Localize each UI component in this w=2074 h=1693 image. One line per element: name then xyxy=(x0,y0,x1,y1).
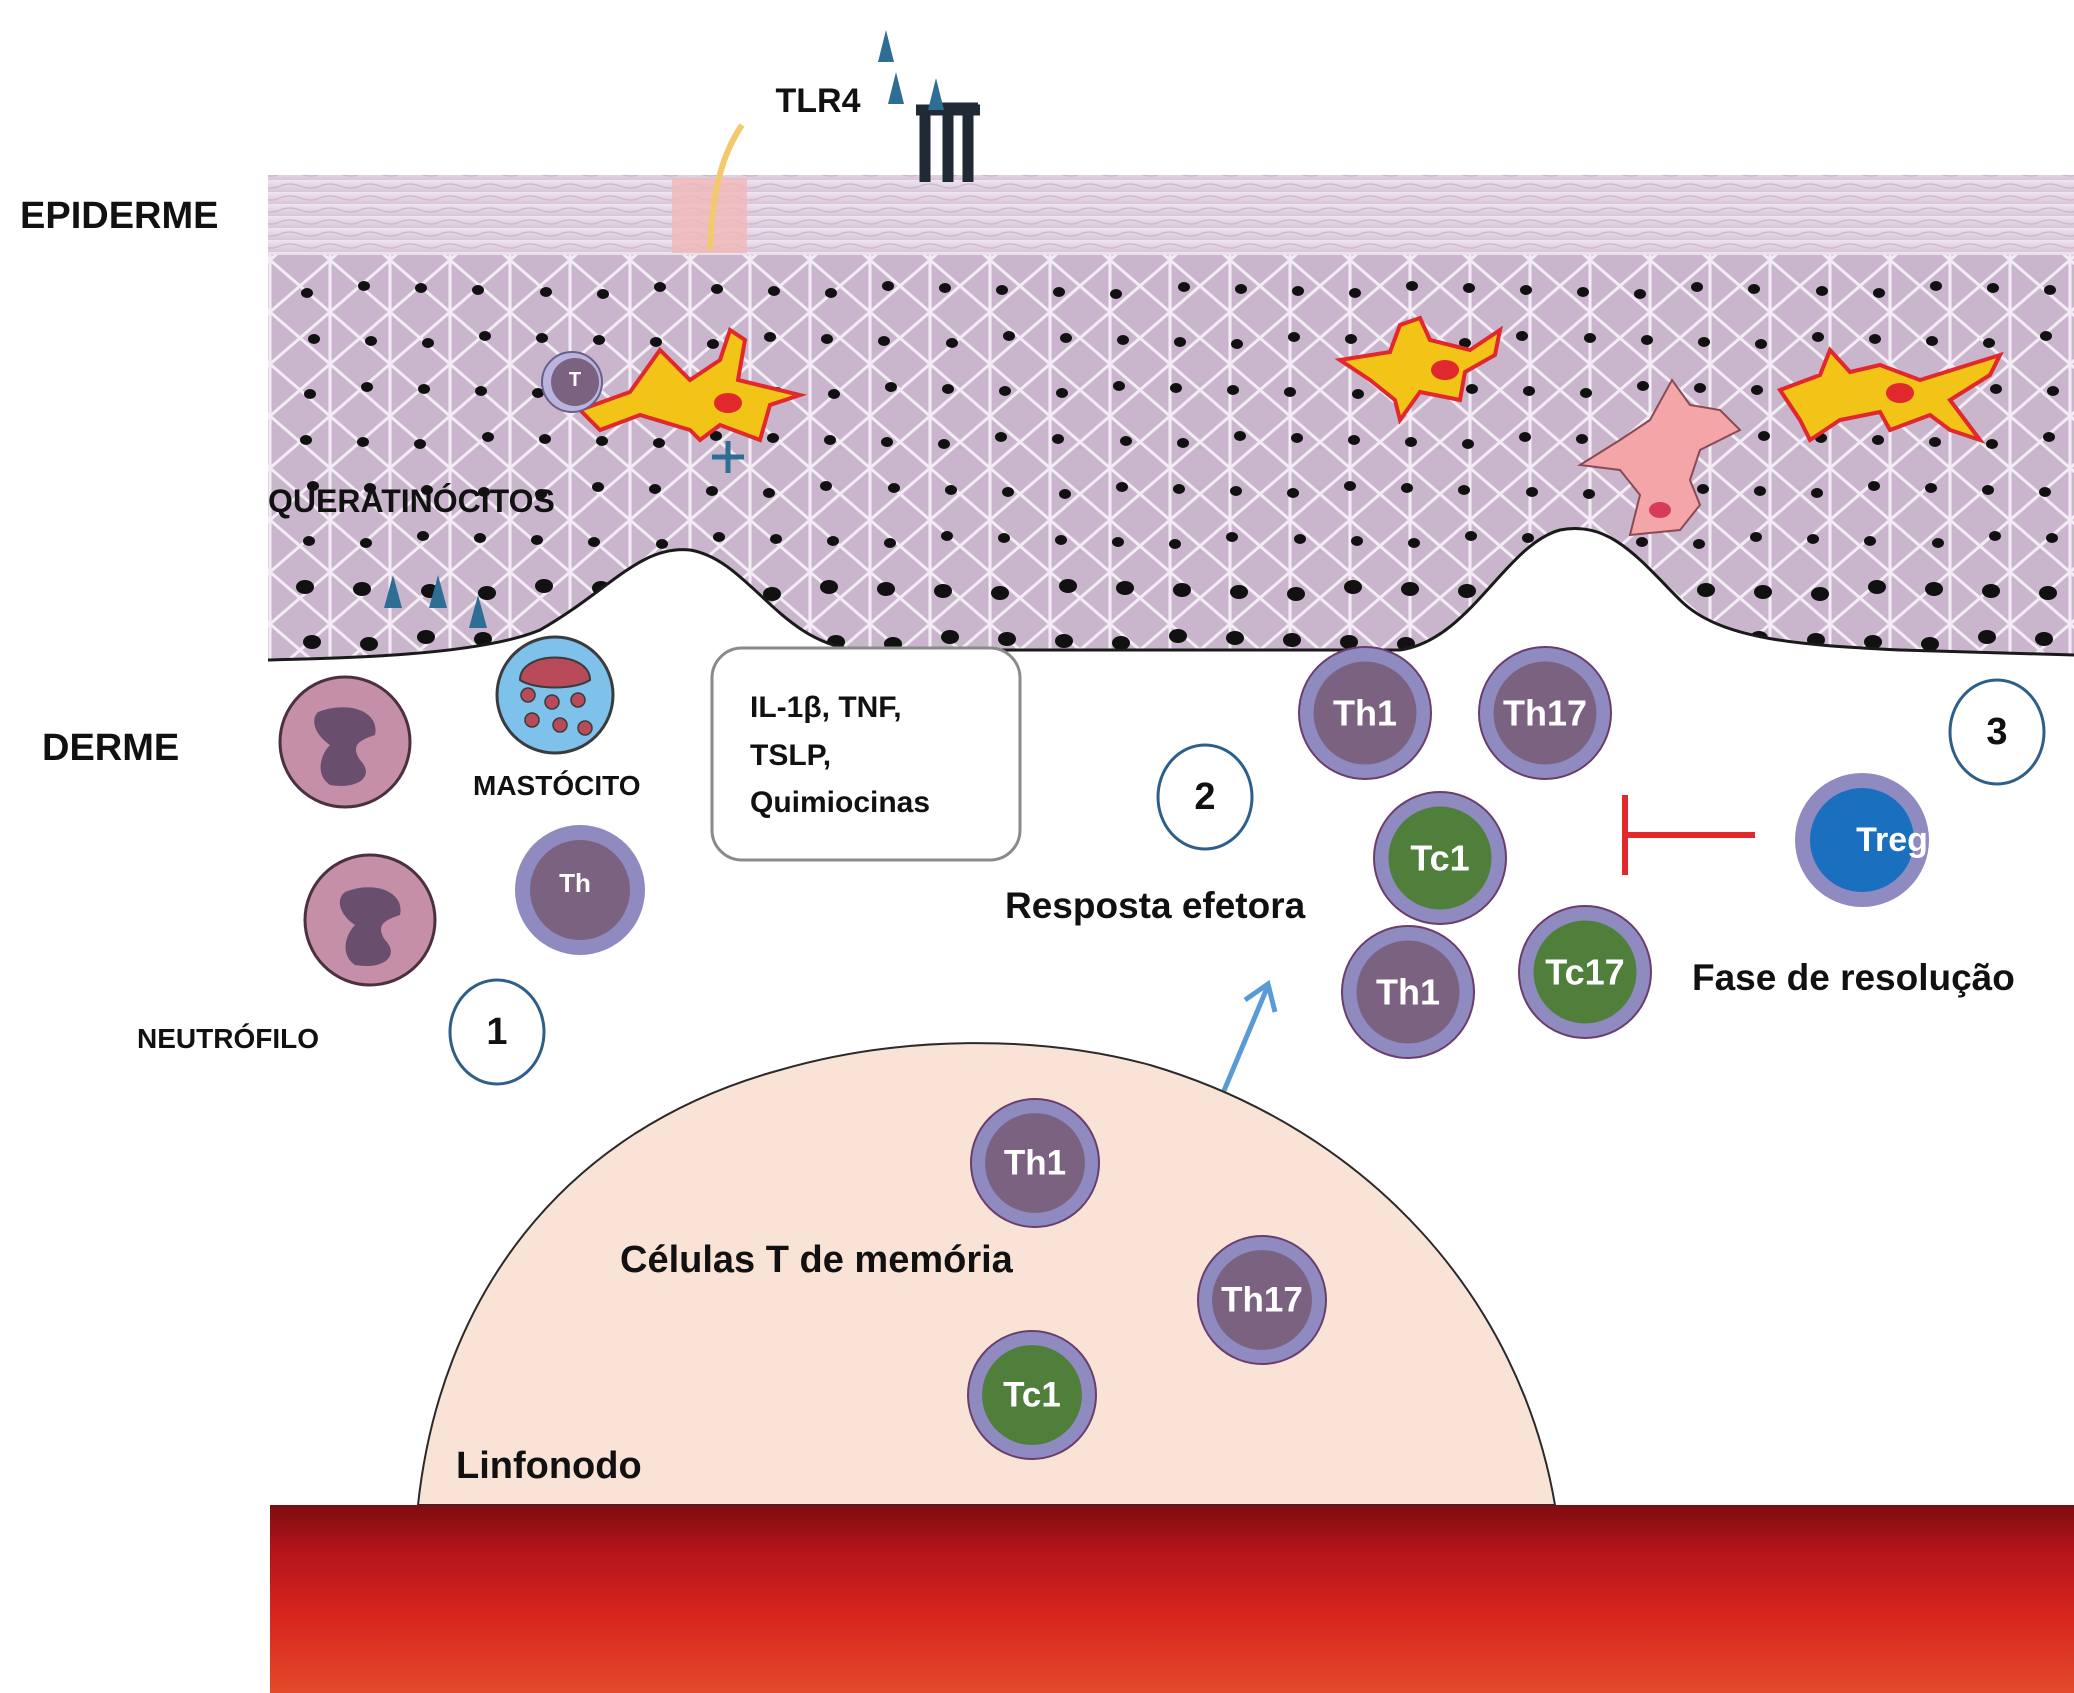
neutrophil-2 xyxy=(303,853,437,987)
memory-cell-1: Th1 xyxy=(970,1098,1100,1228)
plus-sign xyxy=(712,441,744,473)
effector-cell-3: Tc1 xyxy=(1373,791,1507,925)
inhibition-symbol xyxy=(1622,795,1755,875)
memory-cell-2: Th17 xyxy=(1197,1235,1327,1365)
effector-cell-4-label: Th1 xyxy=(1376,972,1440,1013)
step-circle-2: 2 xyxy=(1156,743,1254,851)
dendritic-cell-3 xyxy=(1776,346,2004,444)
effector-cell-2: Th17 xyxy=(1478,646,1612,780)
tlr4-receptor xyxy=(916,102,980,182)
treg-cell: Treg xyxy=(1795,773,1929,907)
blood-vessel xyxy=(270,1505,2074,1693)
memory-cell-1-label: Th1 xyxy=(1004,1144,1066,1183)
step-number-1: 1 xyxy=(486,1011,507,1053)
step-circle-1: 1 xyxy=(448,978,546,1086)
effector-cell-1: Th1 xyxy=(1298,646,1432,780)
memory-cells-label: Células T de memória xyxy=(620,1239,1014,1281)
cytokine-line-3: Quimiocinas xyxy=(750,786,930,819)
effector-cell-3-label: Tc1 xyxy=(1410,838,1469,879)
mast-cell xyxy=(495,635,615,755)
step-number-2: 2 xyxy=(1194,776,1215,818)
dendritic-cell-2 xyxy=(1334,315,1503,425)
dermal-th-cell: Th xyxy=(515,825,645,955)
linfonodo-label: Linfonodo xyxy=(456,1445,642,1487)
hair-shaft xyxy=(707,123,745,251)
lymph-node xyxy=(416,1042,1557,1506)
dermal-th-label: Th xyxy=(559,868,591,898)
effector-cell-4: Th1 xyxy=(1341,925,1475,1059)
fase-resolucao-label: Fase de resolução xyxy=(1692,957,2015,998)
epiderme-label: EPIDERME xyxy=(20,195,218,237)
cytokine-line-2: TSLP, xyxy=(750,739,831,772)
memory-cell-2-label: Th17 xyxy=(1221,1281,1303,1320)
effector-cell-2-label: Th17 xyxy=(1503,693,1587,734)
derme-label: DERME xyxy=(42,727,179,769)
resposta-efetora-label: Resposta efetora xyxy=(1005,885,1306,926)
dendritic-cell-1 xyxy=(576,326,808,443)
cytokine-line-1: IL-1β, TNF, xyxy=(750,691,902,724)
memory-cell-3: Tc1 xyxy=(967,1330,1097,1460)
effector-cell-5-label: Tc17 xyxy=(1545,952,1624,993)
mastocito-label: MASTÓCITO xyxy=(473,770,640,801)
stratum-corneum xyxy=(268,175,2074,255)
step-circle-3: 3 xyxy=(1948,678,2046,786)
queratinocitos-label: QUERATINÓCITOS xyxy=(268,483,555,519)
step-number-3: 3 xyxy=(1986,711,2007,753)
epidermal-t-cell: T xyxy=(541,351,603,413)
ligand-triangles-top xyxy=(878,30,944,110)
neutrofilo-label: NEUTRÓFILO xyxy=(137,1023,319,1054)
effector-cell-1-label: Th1 xyxy=(1333,693,1397,734)
memory-cell-3-label: Tc1 xyxy=(1003,1376,1061,1415)
cytokine-box xyxy=(710,646,1022,862)
effector-cell-5: Tc17 xyxy=(1518,905,1652,1039)
neutrophil-1 xyxy=(278,675,412,809)
ligand-triangles-keratinocyte xyxy=(384,575,487,628)
tlr4-label: TLR4 xyxy=(776,82,861,120)
treg-label: Treg xyxy=(1856,821,1928,859)
epidermal-t-cell-label: T xyxy=(569,369,581,391)
keratinocyte-layer xyxy=(268,255,2074,660)
pink-dendritic-cell xyxy=(1577,378,1742,537)
